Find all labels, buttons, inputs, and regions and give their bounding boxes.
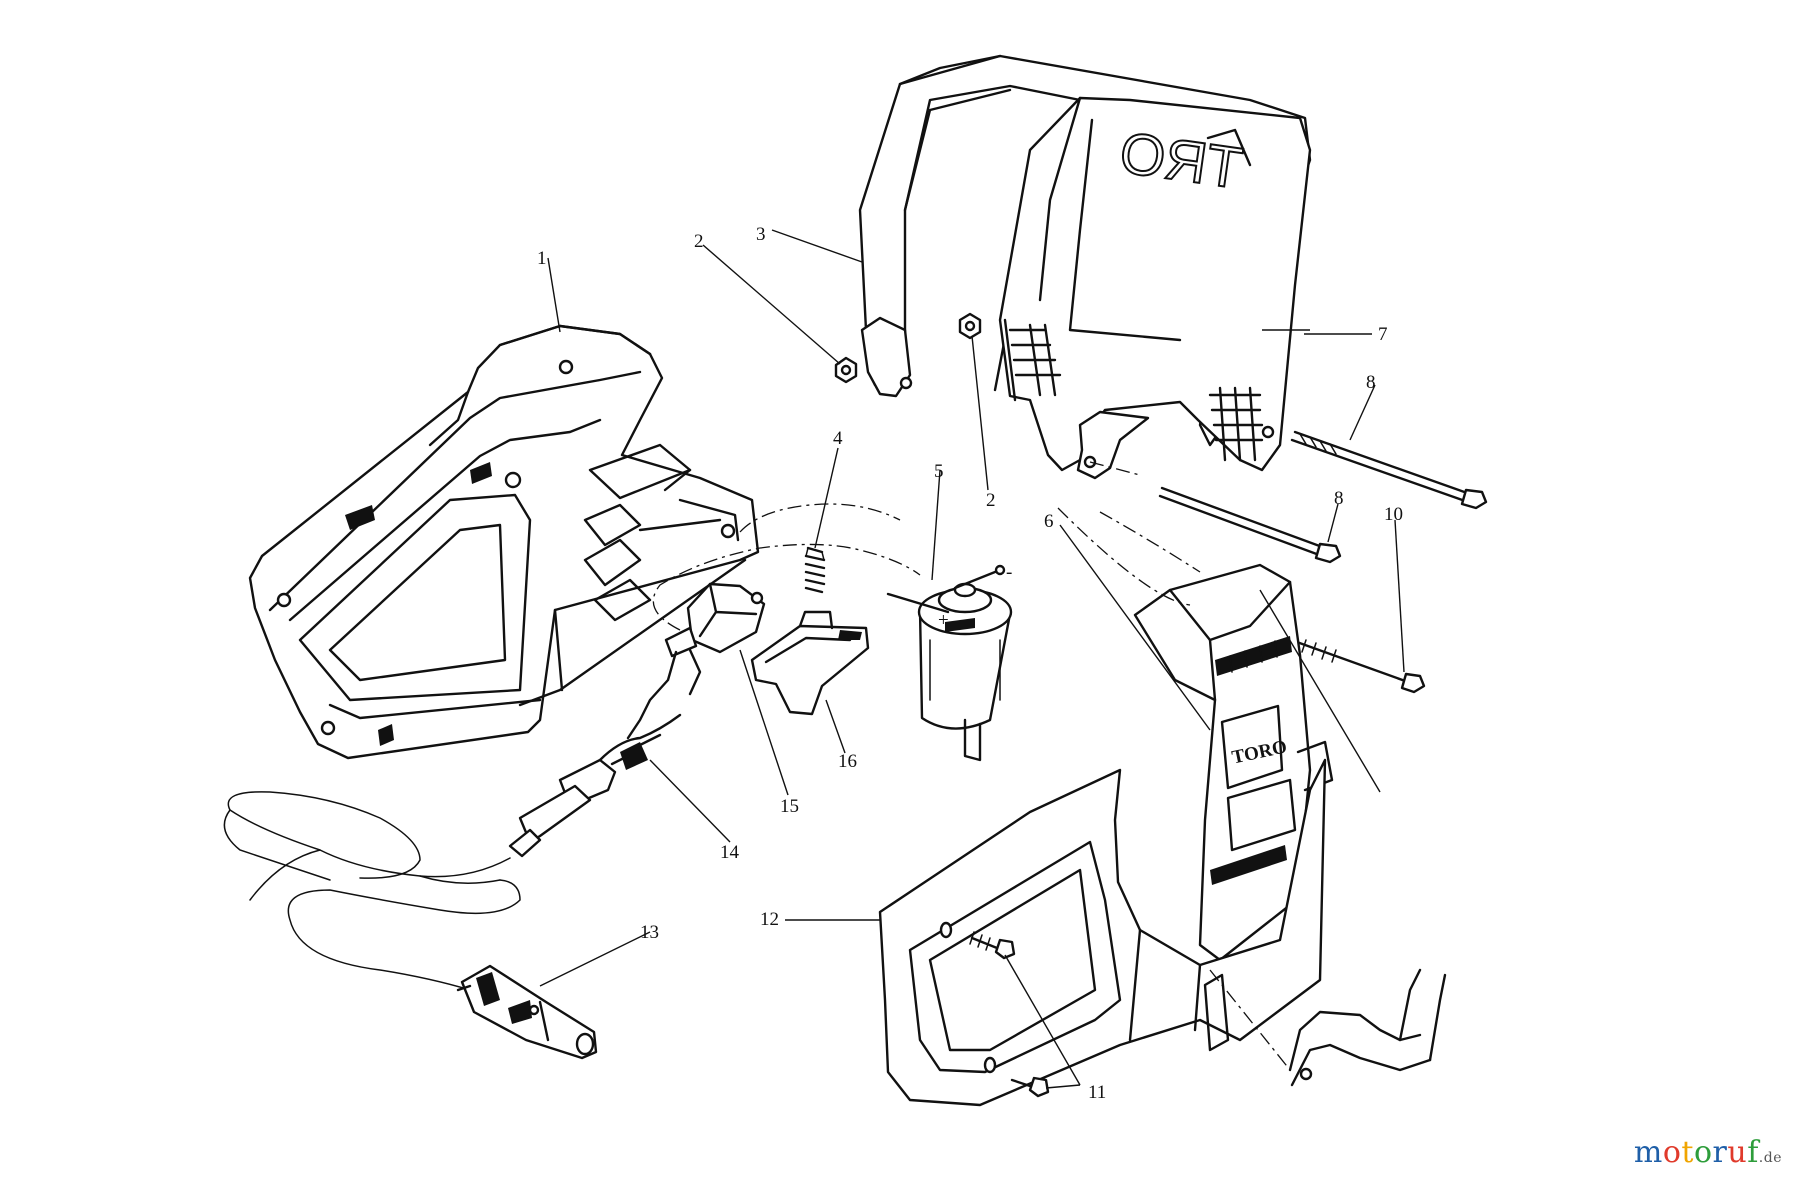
watermark-letter: f [1747,1135,1759,1170]
control-switch-box [664,582,766,658]
leader-lines [539,229,1405,1089]
switch-housing-cover: TORO [1133,563,1334,962]
watermark-letter: o [1693,1135,1713,1170]
callout-2-left: 2 [694,231,704,252]
back-cover: OЯT [998,96,1312,480]
callout-5: 5 [934,461,944,482]
power-cord [223,791,521,1001]
right-housing-half [878,758,1327,1107]
watermark-letter: o [1662,1135,1682,1170]
callout-2-right: 2 [986,490,996,511]
motor-terminal-negative: - [1006,562,1012,583]
callout-16: 16 [838,751,857,772]
callout-labels: 1 2 2 3 4 5 6 7 8 8 10 11 12 13 14 15 16 [537,224,1403,1103]
motor-terminal-positive: + [938,610,949,631]
watermark-letter: r [1712,1135,1728,1170]
watermark-letter: u [1727,1135,1748,1170]
callout-8-upper: 8 [1366,372,1376,393]
callout-6: 6 [1044,511,1054,532]
long-bolt-upper [1290,430,1488,510]
callout-13: 13 [640,922,659,943]
screw-short-lower [1010,1076,1050,1098]
nut-right [958,312,982,340]
callout-10: 10 [1384,504,1403,525]
watermark-letter: m [1633,1135,1663,1170]
motor: - + [886,562,1012,762]
callout-12: 12 [760,909,779,930]
motoruf-watermark: motoruf.de [1634,1135,1782,1170]
callout-4: 4 [833,428,843,449]
spring [804,546,826,594]
callout-7: 7 [1378,324,1388,345]
watermark-letter: t [1681,1135,1694,1170]
callout-1: 1 [537,248,547,269]
left-housing-half [248,324,760,760]
wiring [626,461,1291,1071]
handle-stub [1288,968,1447,1087]
cooling-fins-left [1008,323,1062,397]
nut-left [834,356,858,384]
callout-11: 11 [1088,1082,1106,1103]
callout-14: 14 [720,842,740,863]
switch-trigger [750,610,870,716]
callout-15: 15 [780,796,799,817]
vent-grille-top [1215,636,1292,676]
long-bolt-lower [1158,486,1342,564]
cord-connector-plug [456,964,598,1060]
vent-grille-bottom [1210,845,1287,885]
power-cord-plug [508,713,682,858]
toro-emblem: TORO [1220,704,1289,790]
watermark-tld: .de [1758,1150,1782,1166]
screw-short-upper [969,931,1016,960]
cooling-fins-right [1208,386,1264,462]
callout-3: 3 [756,224,766,245]
callout-8-lower: 8 [1334,488,1344,509]
